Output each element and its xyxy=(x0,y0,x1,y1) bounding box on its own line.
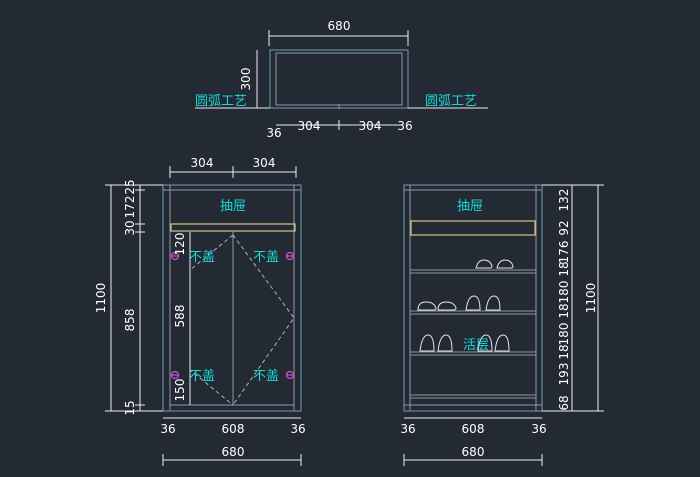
shoe-icon xyxy=(437,301,457,311)
side-view: 抽屉 活层 1100 xyxy=(400,184,604,466)
shoe-row-2 xyxy=(417,295,501,311)
front-view: 304 304 抽屉 不盖 不盖 不盖 不盖 120 588 150 xyxy=(94,156,306,466)
door-label-tr: 不盖 xyxy=(253,250,279,265)
side-shelf-3 xyxy=(409,351,537,356)
front-inner-top: 120 xyxy=(173,233,187,256)
side-seg-193: 193 xyxy=(557,363,571,386)
door-label-tl: 不盖 xyxy=(189,250,215,265)
side-seg-132: 132 xyxy=(557,189,571,212)
side-height-text: 1100 xyxy=(584,283,598,314)
side-seg-68: 68 xyxy=(557,395,571,410)
side-bottom-total: 680 xyxy=(462,445,485,459)
shoe-icon xyxy=(494,334,510,352)
top-side-right-text: 36 xyxy=(397,119,412,133)
side-shelf-1 xyxy=(409,269,537,274)
side-drawer-box xyxy=(410,220,536,236)
side-base xyxy=(409,394,537,399)
front-hinge-br xyxy=(285,370,295,380)
craft-label-left: 圆弧工艺 xyxy=(195,94,247,109)
front-seg-30: 30 xyxy=(123,220,137,235)
shoe-icon xyxy=(496,259,514,269)
front-bottom-side-left: 36 xyxy=(160,422,175,436)
side-seg-176: 176 xyxy=(557,241,571,264)
front-bottom-total: 680 xyxy=(222,445,245,459)
front-inner-bot: 150 xyxy=(173,379,187,402)
front-seg-25: 25 xyxy=(123,179,137,194)
top-outline xyxy=(269,49,409,109)
shoe-icon xyxy=(477,334,493,352)
front-drawer-front xyxy=(170,223,296,232)
front-seg-15: 15 xyxy=(123,400,137,415)
side-bottom-inner: 608 xyxy=(462,422,485,436)
side-seg-180b: 180 xyxy=(557,323,571,346)
shoe-icon xyxy=(417,301,437,311)
front-carcass xyxy=(162,184,302,412)
front-inner-mid: 588 xyxy=(173,305,187,328)
side-drawer-label: 抽屉 xyxy=(457,199,483,214)
side-bottom-side-right: 36 xyxy=(531,422,546,436)
top-inner xyxy=(275,52,403,106)
craft-label-right: 圆弧工艺 xyxy=(425,94,477,109)
front-bottom-inner: 608 xyxy=(222,422,245,436)
shoe-row-1 xyxy=(475,259,514,269)
front-hinge-tr xyxy=(285,251,295,261)
front-seg-858: 858 xyxy=(123,309,137,332)
top-half-right-text: 304 xyxy=(359,119,382,133)
top-view: 680 300 圆弧工艺 圆弧工艺 36 304 304 36 xyxy=(195,19,488,140)
top-half-left-text: 304 xyxy=(298,119,321,133)
side-carcass xyxy=(403,184,543,412)
top-side-left-text: 36 xyxy=(266,126,281,140)
front-top-half-right: 304 xyxy=(253,156,276,170)
side-seg-18c: 18 xyxy=(557,344,571,359)
side-seg-18b: 18 xyxy=(557,303,571,318)
side-shelf-2 xyxy=(409,310,537,315)
front-bottom-side-right: 36 xyxy=(290,422,305,436)
front-drawer-label: 抽屉 xyxy=(220,199,246,214)
side-seg-18a: 18 xyxy=(557,261,571,276)
shoe-icon xyxy=(419,334,435,352)
front-hinge-tl xyxy=(170,251,180,261)
top-width-text: 680 xyxy=(328,19,351,33)
shoe-icon xyxy=(437,334,453,352)
side-seg-92: 92 xyxy=(557,220,571,235)
shoe-icon xyxy=(475,259,493,269)
front-top-half-left: 304 xyxy=(191,156,214,170)
side-seg-180a: 180 xyxy=(557,281,571,304)
front-hinge-bl xyxy=(170,370,180,380)
front-seg-172: 172 xyxy=(123,196,137,219)
side-shelf-label: 活层 xyxy=(463,338,489,353)
shoe-icon xyxy=(465,295,481,311)
shoe-icon xyxy=(485,295,501,311)
front-height-text: 1100 xyxy=(94,283,108,314)
shoe-row-3 xyxy=(419,334,510,352)
side-bottom-side-left: 36 xyxy=(400,422,415,436)
door-label-bl: 不盖 xyxy=(189,369,215,384)
top-depth-text: 300 xyxy=(239,68,253,91)
door-label-br: 不盖 xyxy=(253,369,279,384)
